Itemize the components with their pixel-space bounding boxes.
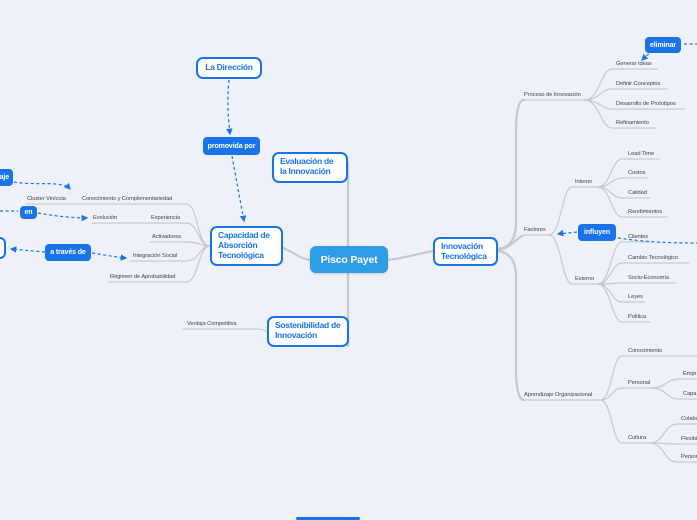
leaf-cluster-vinicola[interactable]: Cluster Vinícola: [27, 196, 66, 202]
node-sostenibilidad-innovacion[interactable]: Sostenibilidad de Innovación: [267, 316, 349, 347]
leaf-politica[interactable]: Política: [628, 314, 647, 320]
link-label-en[interactable]: en: [20, 206, 37, 219]
leaf-socio-economia[interactable]: Socio-Economía: [628, 275, 669, 281]
link-label-a-traves-de[interactable]: a través de: [45, 244, 91, 261]
leaf-regimen-aprobabilidad[interactable]: Régimen de Aprobabilidad: [110, 274, 176, 280]
link-label-promovida-por[interactable]: promovida por: [203, 137, 260, 155]
leaf-rendimientos[interactable]: Rendimientos: [628, 209, 663, 215]
link-label-aprendizaje-cut[interactable]: aje: [0, 169, 13, 186]
leaf-calidad[interactable]: Calidad: [628, 190, 647, 196]
leaf-cambio-tecnologico[interactable]: Cambio Tecnológico: [628, 255, 679, 261]
branch-externo[interactable]: Externo: [575, 276, 595, 282]
center-node-pisco-payet[interactable]: Pisco Payet: [310, 246, 388, 273]
branch-personal[interactable]: Personal: [628, 380, 650, 386]
leaf-capa-cut[interactable]: Capa: [683, 391, 697, 397]
branch-interno[interactable]: Interno: [575, 179, 593, 185]
leaf-colabo-cut[interactable]: Colabo: [681, 416, 697, 422]
bottom-scroll-indicator[interactable]: [296, 517, 360, 520]
leaf-experiencia[interactable]: Experiencia: [151, 215, 181, 221]
leaf-desarrollo-prototipos[interactable]: Desarrollo de Prototipos: [616, 101, 676, 107]
leaf-integracion-social[interactable]: Integración Social: [133, 253, 178, 259]
trunk-lines: [281, 98, 526, 402]
node-innovacion-tecnologica[interactable]: Innovación Tecnológica: [433, 237, 498, 266]
branch-cultura[interactable]: Cultura: [628, 435, 646, 441]
node-capacidad-absorcion[interactable]: Capacidad de Absorción Tecnológica: [210, 226, 283, 266]
leaf-empr-cut[interactable]: Empr: [683, 371, 697, 377]
node-la-direccion[interactable]: La Dirección: [196, 57, 262, 79]
leaf-refinamiento[interactable]: Refinamiento: [616, 120, 649, 126]
right-branch-lines: [522, 68, 697, 463]
link-label-eliminar[interactable]: eliminar: [645, 37, 681, 53]
link-label-influyen[interactable]: influyen: [578, 224, 616, 241]
branch-proceso-innovacion[interactable]: Proceso de Innovación: [524, 92, 581, 98]
branch-aprendizaje-organizacional[interactable]: Aprendizaje Organizacional: [524, 392, 593, 398]
leaf-activadores[interactable]: Activadores: [152, 234, 182, 240]
leaf-conocimiento[interactable]: Conocimiento: [628, 348, 663, 354]
node-cut-left-edge[interactable]: [0, 237, 6, 259]
leaf-lead-time[interactable]: Lead Time: [628, 151, 655, 157]
leaf-leyes[interactable]: Leyes: [628, 294, 643, 300]
leaf-evolucion[interactable]: Evolución: [93, 215, 118, 221]
leaf-definir-conceptos[interactable]: Definir Conceptos: [616, 81, 661, 87]
leaf-flexibi-cut[interactable]: Flexibi: [681, 436, 697, 442]
leaf-generar-ideas[interactable]: Generar Ideas: [616, 61, 652, 67]
node-evaluacion-innovacion[interactable]: Evaluación de la Innovación: [272, 152, 348, 183]
leaf-person-cut[interactable]: Person: [681, 454, 697, 460]
dashed-relation-arrows: [0, 43, 697, 261]
left-branch-lines: [25, 203, 268, 333]
branch-factores[interactable]: Factores: [524, 227, 546, 233]
leaf-costos[interactable]: Costos: [628, 170, 646, 176]
leaf-ventaja-competitiva[interactable]: Ventaja Competitiva: [187, 321, 237, 327]
leaf-clientes[interactable]: Clientes: [628, 234, 649, 240]
leaf-conocimiento-complementariedad[interactable]: Conocimiento y Complementariedad: [82, 196, 173, 202]
